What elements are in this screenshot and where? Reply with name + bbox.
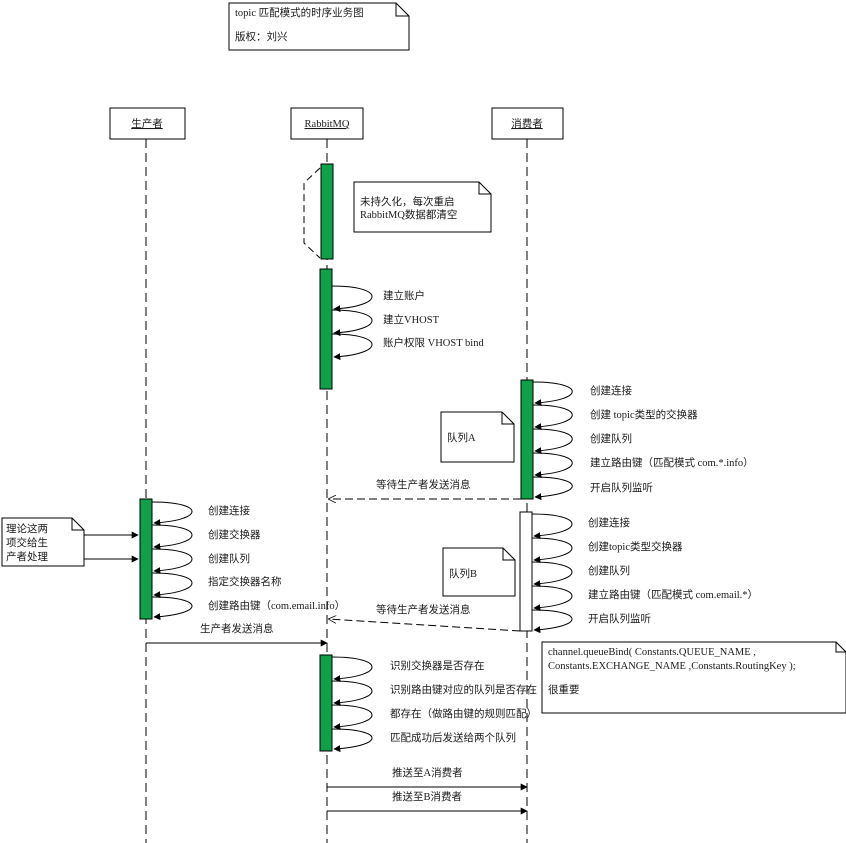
rabbit-step2: 建立VHOST (383, 313, 440, 326)
rabbitmq-label: RabbitMQ (305, 119, 350, 130)
producer-step5: 创建路由键（com.email.info） (208, 599, 345, 612)
theory-note-line3: 产者处理 (6, 550, 48, 563)
consumer-b-wait-label: 等待生产者发送消息 (376, 603, 471, 616)
routing-self-loops (331, 656, 373, 753)
routing-step2: 识别路由键对应的队列是否存在 (390, 683, 537, 696)
queue-a-label: 队列A (447, 431, 476, 444)
queue-a-note: 队列A (440, 411, 515, 463)
title-note: topic 匹配模式的时序业务图 版权：刘兴 (228, 2, 410, 51)
title-note-line2: 版权：刘兴 (235, 30, 288, 43)
consumer-b-step3: 创建队列 (588, 564, 630, 577)
rabbit-step3: 账户权限 VHOST bind (383, 336, 484, 349)
producer-step1: 创建连接 (208, 504, 250, 517)
persist-note-line1: 未持久化，每次重启 (360, 195, 455, 208)
producer-label: 生产者 (131, 117, 163, 130)
consumer-b-wait-arrow (329, 619, 521, 632)
consumer-b-self-loops (531, 513, 573, 634)
title-note-line1: topic 匹配模式的时序业务图 (235, 6, 364, 19)
consumer-b-step5: 开启队列监听 (588, 612, 651, 625)
participant-consumer: 消费者 (491, 107, 564, 140)
rabbit-step1: 建立账户 (383, 289, 425, 302)
persist-bracket (303, 167, 321, 259)
consumer-b-step4: 建立路由键（匹配模式 com.email.*） (588, 588, 758, 601)
routing-step4: 匹配成功后发送给两个队列 (390, 731, 516, 744)
bind-note-line1: channel.queueBind( Constants.QUEUE_NAME … (548, 647, 756, 658)
rabbitmq-activation-3 (319, 654, 333, 752)
queue-b-note: 队列B (442, 547, 516, 597)
push-a-label: 推送至A消费者 (392, 766, 463, 779)
consumer-a-step3: 创建队列 (590, 432, 632, 445)
consumer-a-activation (520, 379, 534, 500)
bind-note: channel.queueBind( Constants.QUEUE_NAME … (541, 641, 846, 714)
rabbitmq-activation-2 (319, 268, 333, 390)
consumer-a-step2: 创建 topic类型的交换器 (590, 408, 698, 421)
theory-note-line2: 项交给生 (6, 536, 48, 549)
routing-step3: 都存在（做路由键的规则匹配） (390, 707, 537, 720)
rabbit-self-loops (331, 285, 373, 361)
consumer-a-step1: 创建连接 (590, 384, 632, 397)
participant-rabbitmq: RabbitMQ (290, 107, 364, 140)
producer-step4: 指定交换器名称 (208, 575, 282, 588)
producer-step2: 创建交换器 (208, 528, 261, 541)
consumer-b-step2: 创建topic类型交换器 (588, 540, 683, 553)
producer-activation (139, 498, 153, 620)
push-b-label: 推送至B消费者 (392, 790, 462, 803)
rabbitmq-activation-1 (320, 163, 334, 260)
consumer-b-activation (519, 511, 533, 632)
participant-producer: 生产者 (109, 107, 186, 140)
bind-note-line2: Constants.EXCHANGE_NAME ,Constants.Routi… (548, 661, 796, 672)
routing-step1: 识别交换器是否存在 (390, 659, 485, 672)
consumer-a-step5: 开启队列监听 (590, 481, 653, 494)
producer-self-loops (151, 501, 193, 621)
consumer-b-step1: 创建连接 (588, 516, 630, 529)
queue-b-label: 队列B (449, 567, 477, 580)
theory-note-line1: 理论这两 (6, 522, 48, 535)
consumer-a-wait-label: 等待生产者发送消息 (376, 478, 471, 491)
consumer-a-self-loops (532, 381, 573, 501)
producer-send-label: 生产者发送消息 (200, 622, 274, 635)
persist-note: 未持久化，每次重启 RabbitMQ数据都清空 (353, 181, 492, 233)
consumer-a-step4: 建立路由键（匹配模式 com.*.info） (590, 456, 754, 469)
producer-step3: 创建队列 (208, 552, 250, 565)
theory-note: 理论这两 项交给生 产者处理 (1, 517, 85, 567)
consumer-label: 消费者 (511, 117, 543, 130)
bind-note-line3: 很重要 (548, 683, 580, 696)
persist-note-line2: RabbitMQ数据都清空 (360, 208, 457, 221)
